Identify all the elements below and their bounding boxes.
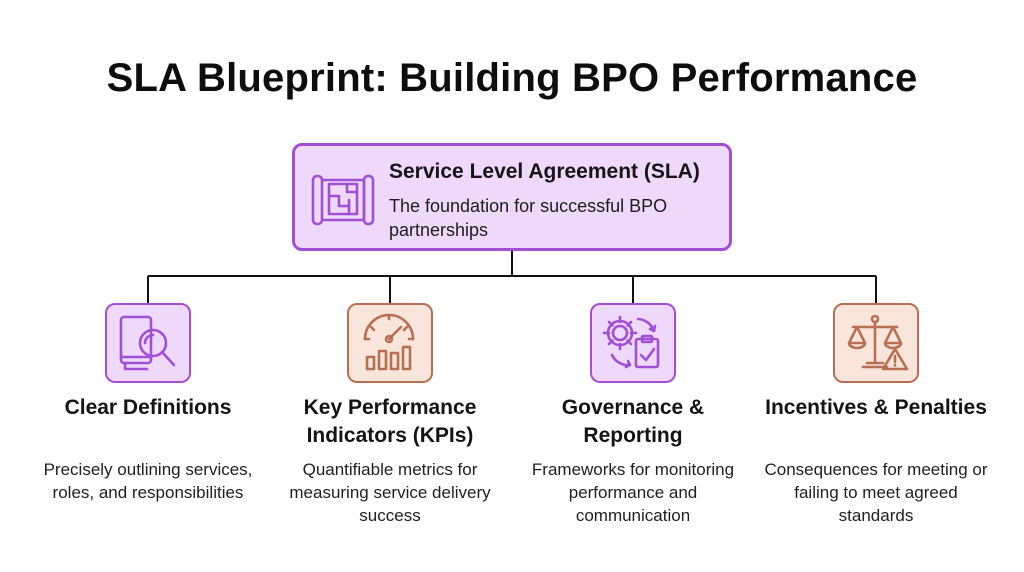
page-title: SLA Blueprint: Building BPO Performance <box>106 56 918 100</box>
child-title-kpis: Key Performance Indicators (KPIs) <box>303 396 477 447</box>
child-desc-kpis: Quantifiable metrics for measuring servi… <box>289 460 491 525</box>
scales-warning-icon <box>833 303 919 383</box>
gauge-bar-chart-icon <box>347 303 433 383</box>
child-desc-incentives-penalties: Consequences for meeting or failing to m… <box>764 460 988 525</box>
root-title: Service Level Agreement (SLA) <box>389 160 700 183</box>
child-desc-clear-definitions: Precisely outlining services, roles, and… <box>43 460 253 502</box>
root-subtitle: The foundation for successful BPO partne… <box>389 196 668 240</box>
child-desc-governance-reporting: Frameworks for monitoring performance an… <box>531 460 735 525</box>
blueprint-icon <box>307 162 379 234</box>
gear-clipboard-icon <box>590 303 676 383</box>
document-magnifier-icon <box>105 303 191 383</box>
child-title-incentives-penalties: Incentives & Penalties <box>765 396 987 419</box>
child-title-governance-reporting: Governance & Reporting <box>561 396 705 447</box>
child-title-clear-definitions: Clear Definitions <box>64 396 232 419</box>
root-node-sla: Service Level Agreement (SLA) The founda… <box>292 143 732 251</box>
